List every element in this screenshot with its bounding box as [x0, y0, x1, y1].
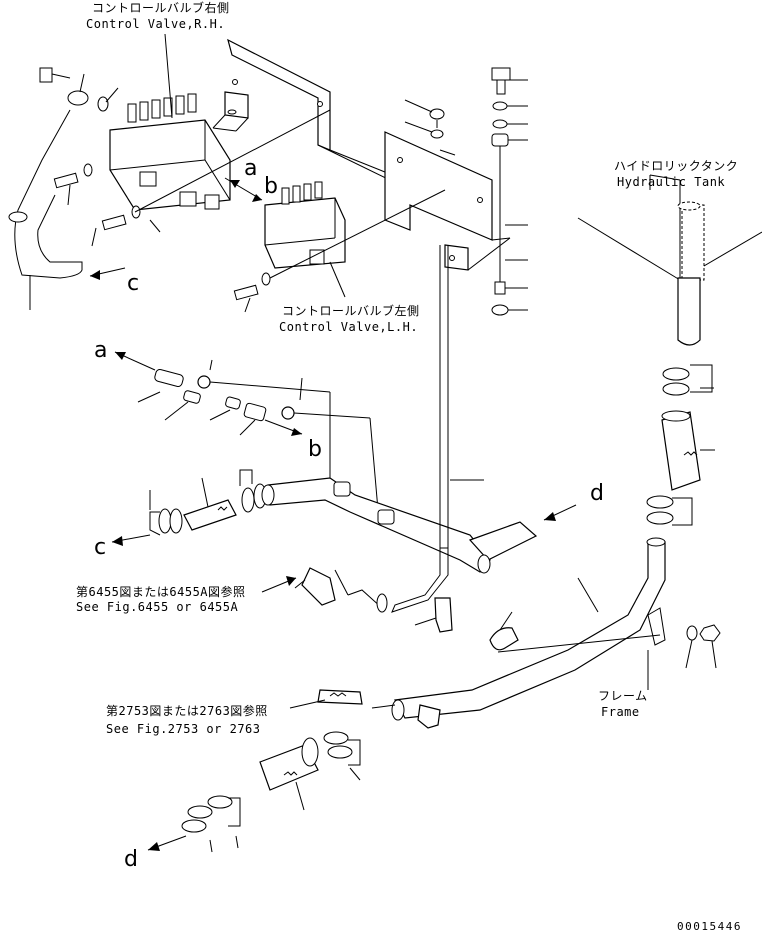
frame-bracket	[489, 607, 721, 669]
drawing-number: 00015446	[677, 920, 742, 933]
connection-letter-d-mid: d	[590, 481, 604, 506]
callout-fig2753-en: See Fig.2753 or 2763	[106, 722, 261, 736]
connection-letter-b-top: b	[264, 174, 278, 199]
connection-letter-a-top: a	[244, 156, 257, 181]
hose-top-left	[8, 109, 83, 310]
connection-letter-d-bottom: d	[124, 847, 138, 872]
valve-bracket-rh	[212, 38, 406, 186]
callout-frame-en: Frame	[601, 705, 640, 719]
callout-fig2753-jp: 第2753図または2763図参照	[106, 703, 268, 718]
fitting-group-top-left	[39, 67, 446, 313]
bottom-hose-assembly	[181, 689, 396, 853]
connection-letter-c-top: c	[127, 271, 139, 296]
connection-letter-a-mid: a	[94, 338, 107, 363]
mid-pipe	[261, 245, 538, 633]
control-valve-rh	[109, 93, 231, 211]
connection-letter-b-mid: b	[308, 437, 322, 462]
callout-hydraulic-tank-en: Hydraulic Tank	[617, 175, 725, 189]
callout-control-valve-lh-en: Control Valve,L.H.	[279, 320, 418, 334]
tank-hose-assembly	[646, 364, 715, 526]
mid-fittings	[137, 359, 379, 511]
callout-hydraulic-tank-jp: ハイドロリックタンク	[614, 159, 738, 173]
callout-control-valve-lh-jp: コントロールバルブ左側	[282, 303, 420, 318]
callout-fig6455-en: See Fig.6455 or 6455A	[76, 600, 238, 614]
annotations: コントロールバルブ右側 Control Valve,R.H. コントロールバルブ…	[76, 0, 742, 933]
callout-fig6455-jp: 第6455図または6455A図参照	[76, 584, 246, 599]
callout-control-valve-rh-jp: コントロールバルブ右側	[92, 0, 230, 15]
return-pipe	[391, 537, 666, 729]
connection-letter-c-mid: c	[94, 535, 106, 560]
callout-frame-jp: フレーム	[598, 689, 648, 703]
hydraulic-tank	[577, 174, 762, 346]
leader-lines	[164, 33, 651, 709]
mid-clamps-hose	[149, 469, 267, 536]
callout-control-valve-rh-en: Control Valve,R.H.	[86, 17, 225, 31]
direction-arrows	[89, 177, 577, 851]
bolt-stack-right	[404, 67, 528, 316]
